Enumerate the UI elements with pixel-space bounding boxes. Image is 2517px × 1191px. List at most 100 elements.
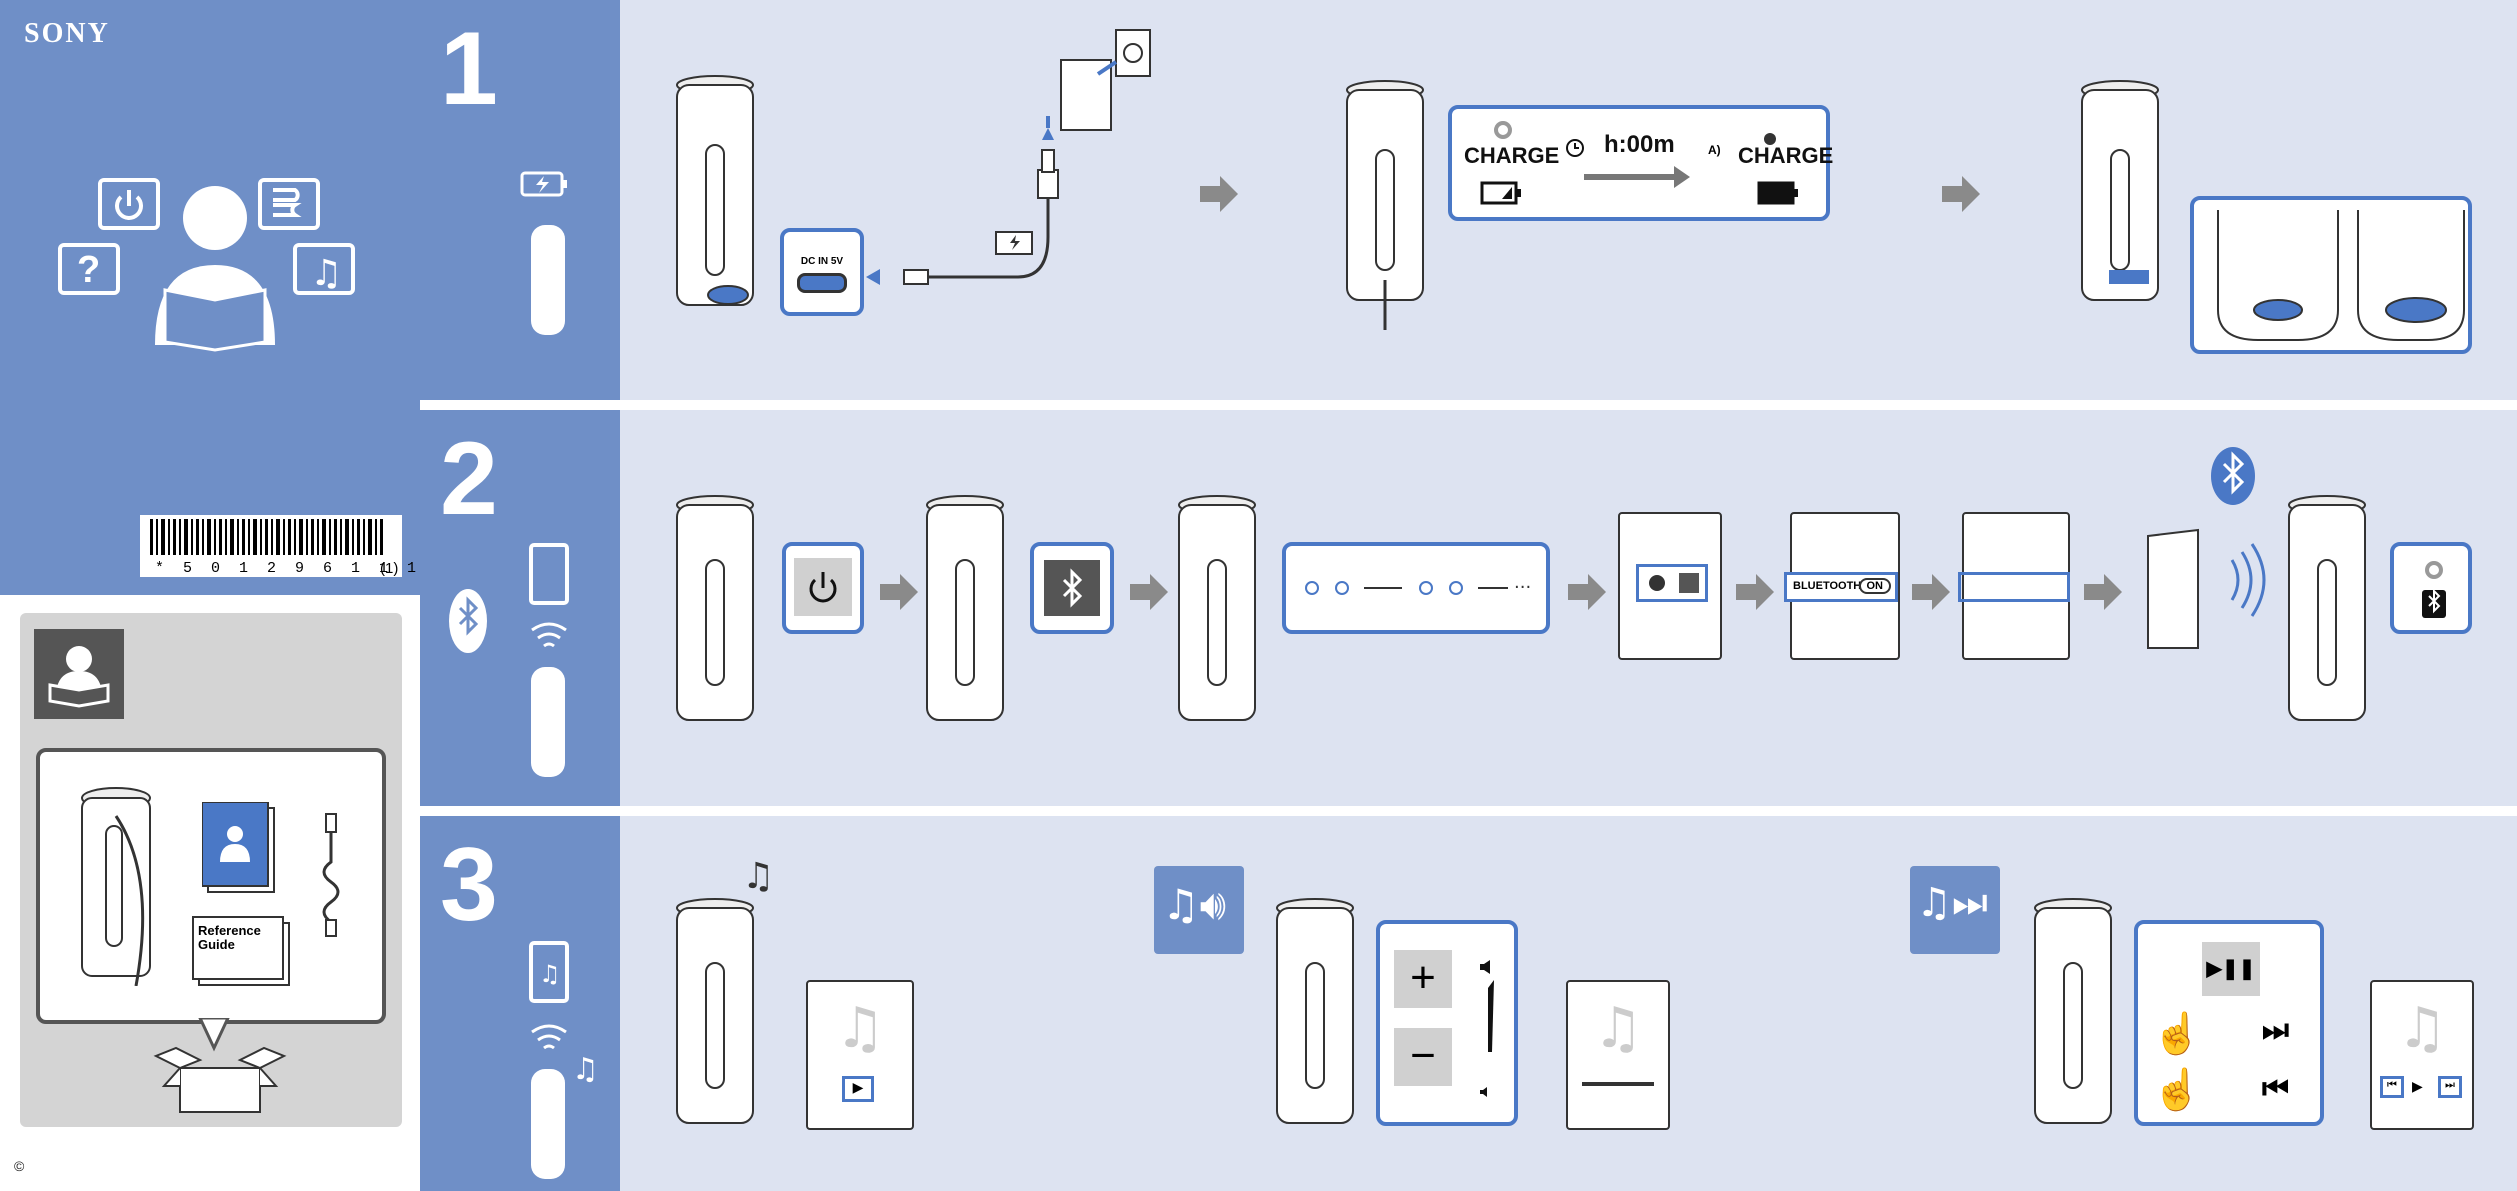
music-note-icon: ♫ [572,1052,599,1087]
next-arrow-6 [1736,574,1774,610]
step-2-number: 2 [440,421,498,537]
play-screen-icon: ▶ [2412,1078,2423,1094]
barcode-number: * 5 0 1 2 9 6 1 1 1 * [155,560,450,577]
contents-header-icon [34,629,124,719]
speaker-charging-port [676,75,754,306]
speaker-volume [1276,898,1354,1124]
speaker-illustration [81,787,151,986]
power-button-callout [782,542,864,634]
bluetooth-icon [449,589,487,653]
album-art-icon: ♫ [834,996,886,1061]
svg-text:···: ··· [1514,577,1531,598]
phone-connected-illustration [2147,528,2266,649]
volume-slider[interactable] [1582,1082,1654,1086]
usb-c-port-icon [797,273,847,293]
speaker-playing [676,898,754,1124]
power-icon [115,190,143,220]
cable-icon [273,188,302,217]
play-button[interactable]: ▶ [842,1076,874,1102]
reference-guide-label: Reference Guide [198,923,261,952]
phone-device-list-screen [1958,512,2070,660]
speaker-side-icon-3 [531,1069,565,1179]
package-contents-panel: Reference Guide [20,613,402,1127]
reference-guide-sheet: Reference Guide [192,916,284,980]
playback-buttons-callout: ▶❚❚ ☝ ⏭︎ ☝ ⏮︎ [2134,920,2324,1126]
power-icon-bubble [98,178,160,230]
bluetooth-led-icon [2422,561,2446,618]
phone-bluetooth-screen: BLUETOOTH ON [1784,512,1900,660]
phone-volume-screen: ♫ [1566,980,1670,1130]
phone-music-icon: ♫ [529,941,569,1003]
open-box-illustration [153,1018,287,1113]
track-skip-feature-badge: ♫⏭︎ [1910,866,2000,954]
next-track-screen-button[interactable]: ⏭︎ [2438,1076,2462,1098]
speaker-connected [2288,495,2366,721]
charge-led-lit-icon [1494,121,1512,139]
album-art-icon-2: ♫ [1592,996,1644,1061]
port-callout: DC IN 5V [780,228,864,316]
step-1-sidebar [420,0,620,400]
battery-charging-icon [520,171,567,197]
step-3-number: 3 [440,827,498,943]
speaker-bluetooth [926,495,1004,721]
clock-icon [1566,139,1584,157]
album-art-icon-3: ♫ [2396,996,2448,1061]
barcode-version: (1) [380,560,399,577]
contents-callout: Reference Guide [36,748,386,1024]
bluetooth-toggle-row[interactable]: BLUETOOTH ON [1784,572,1898,602]
battery-low-icon [1480,181,1521,205]
double-tap-gesture-icon: ☝ [2152,1012,2202,1056]
settings-highlight [1636,564,1708,602]
phone-player-screen: ♫ ▶ [806,980,914,1130]
next-arrow-2 [1942,176,1980,212]
barcode [140,515,402,577]
step-3-sidebar [420,816,620,1191]
speaker-charging [1346,80,1424,330]
step-1-number: 1 [440,11,498,127]
connected-led-callout [2390,542,2472,634]
volume-up-button[interactable]: + [1394,950,1452,1008]
charge-label-start: CHARGE [1464,143,1560,168]
next-arrow-7 [1912,574,1950,610]
music-note-icon: ♫ [310,253,342,294]
speaker-pairing [1178,495,1256,721]
phone-settings-screen [1618,512,1722,660]
volume-down-button[interactable]: − [1394,1028,1452,1086]
speaker-tracks [2034,898,2112,1124]
previous-track-screen-button[interactable]: ⏮︎ [2380,1076,2404,1098]
previous-track-icon: ⏮︎ [2262,1072,2289,1105]
svg-text:♫: ♫ [539,960,561,988]
bluetooth-toggle[interactable]: ON [1858,578,1891,594]
power-icon [794,558,852,616]
next-track-icon: ⏭︎ [2262,1014,2289,1047]
speaker-side-icon [531,225,565,335]
bluetooth-button-callout [1030,542,1114,634]
charge-status-callout: CHARGE h:00m A) CHARGE [1448,105,1833,221]
pairing-blink-callout: ··· [1282,542,1550,634]
music-note-icon-play: ♫ [742,856,775,897]
brand-logo: SONY [24,18,110,49]
music-next-icon: ♫⏭︎ [1916,880,1988,926]
charge-led-off-icon [1764,133,1776,145]
charge-timer-note: A) [1708,143,1721,157]
volume-feature-badge: ♫🔊︎ [1154,866,1244,954]
phone-tracks-screen: ♫ ⏮︎ ▶ ⏭︎ [2370,980,2474,1130]
blinking-led-pattern: ··· [1305,577,1531,598]
speaker-side-icon-2 [531,667,565,777]
charge-timer-text: h:00m [1604,131,1675,158]
device-list-item[interactable] [1958,572,2070,602]
progress-arrow-icon [1584,166,1690,188]
speaker-power [676,495,754,721]
close-port-steps-illustration [2217,210,2465,341]
next-arrow-5 [1568,574,1606,610]
play-pause-button[interactable]: ▶❚❚ [2202,942,2260,996]
volume-buttons-callout: + − [1376,920,1518,1126]
charger-cable-illustration [866,29,1151,285]
copyright-symbol: © [14,1158,25,1174]
usb-cable-illustration [322,813,340,937]
bluetooth-button-icon [1044,560,1100,616]
wireless-signal-icon [531,622,567,648]
battery-full-icon [1757,181,1798,205]
question-icon: ? [77,249,100,291]
next-arrow-4 [1130,574,1168,610]
